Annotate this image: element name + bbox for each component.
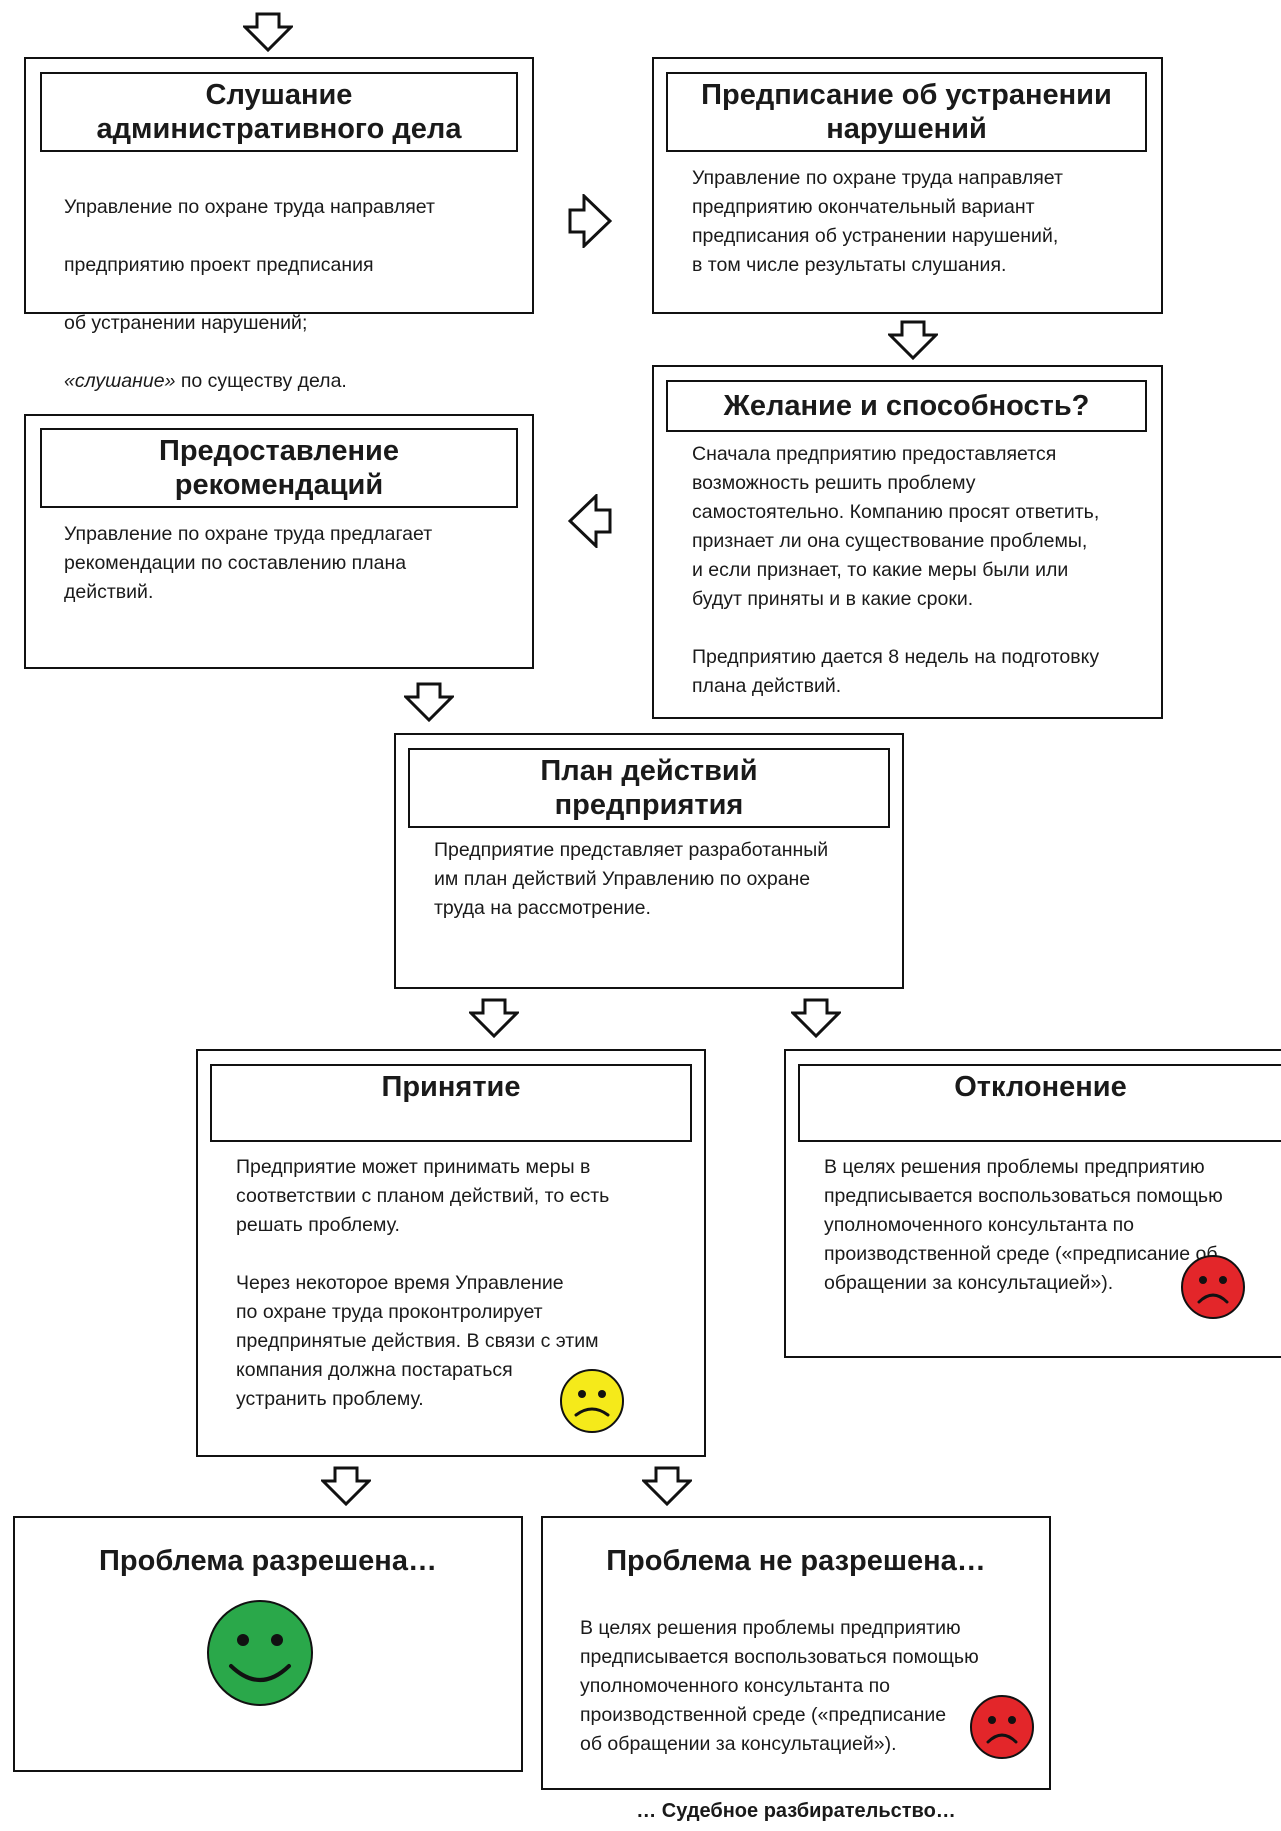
hearing-title: Слушание административного дела	[40, 72, 518, 152]
arrow-down-icon	[888, 320, 938, 360]
order-title: Предписание об устранении нарушений	[666, 72, 1147, 152]
smiley-neutral-icon	[560, 1369, 624, 1433]
arrow-right-icon	[568, 194, 612, 248]
smiley-happy-icon	[207, 1600, 313, 1706]
arrow-down-icon	[642, 1466, 692, 1506]
not-solved-box	[541, 1516, 1051, 1790]
recommendations-title: Предоставление рекомендаций	[40, 428, 518, 508]
rejection-body: В целях решения проблемы предприятию пре…	[824, 1156, 1223, 1294]
arrow-down-icon	[243, 12, 293, 52]
smiley-sad-icon	[970, 1695, 1034, 1759]
arrow-down-icon	[469, 998, 519, 1038]
arrow-down-icon	[791, 998, 841, 1038]
solved-title: Проблема разрешена…	[99, 1545, 437, 1577]
not-solved-body: В целях решения проблемы предприятию пре…	[580, 1617, 979, 1755]
acceptance-body: Предприятие может принимать меры в соотв…	[236, 1156, 610, 1410]
not-solved-title: Проблема не разрешена…	[606, 1545, 986, 1577]
arrow-down-icon	[404, 682, 454, 722]
arrow-left-icon	[568, 494, 612, 548]
willingness-title: Желание и способность?	[666, 380, 1147, 432]
footer-caption: … Судебное разбирательство…	[636, 1800, 956, 1822]
smiley-sad-icon	[1181, 1255, 1245, 1319]
hearing-body: Управление по охране труда направляет пр…	[64, 196, 435, 392]
arrow-down-icon	[321, 1466, 371, 1506]
acceptance-title: Принятие	[210, 1064, 692, 1142]
action-plan-body: Предприятие представляет разработанный и…	[434, 839, 829, 919]
order-body: Управление по охране труда направляет пр…	[692, 167, 1063, 276]
rejection-title: Отклонение	[798, 1064, 1281, 1142]
willingness-body: Сначала предприятию предоставляется возм…	[692, 443, 1100, 697]
action-plan-title: План действий предприятия	[408, 748, 890, 828]
recommendations-body: Управление по охране труда предлагает ре…	[64, 523, 433, 603]
